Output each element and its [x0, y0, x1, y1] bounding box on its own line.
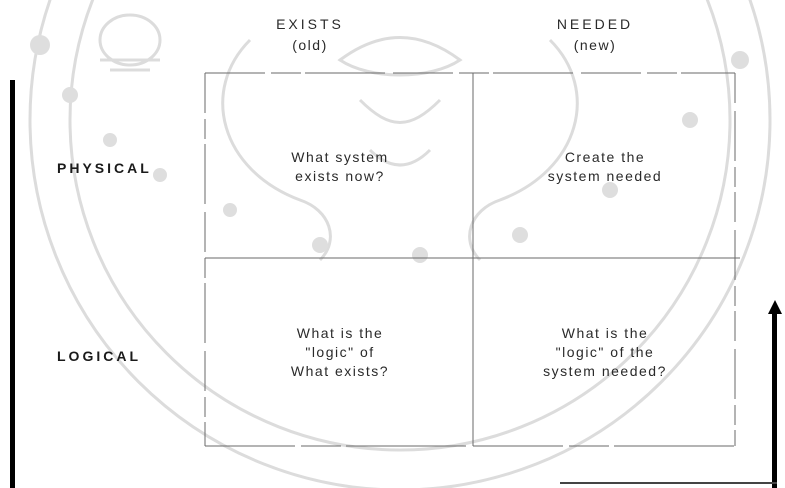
right-arrow-head-icon [768, 300, 782, 314]
cell-line: What is the [561, 325, 649, 341]
column-subtitle-old: (old) [292, 37, 328, 53]
column-subtitle-new: (new) [573, 37, 617, 53]
cell-line: exists now? [295, 168, 385, 184]
column-title-needed: NEEDED [556, 16, 634, 32]
row-header-logical: LOGICAL [57, 348, 141, 364]
column-header-needed: NEEDED (new) [550, 14, 640, 56]
cell-line: What system [291, 149, 389, 165]
cell-physical-exists: What system exists now? [240, 148, 440, 186]
cell-logical-exists: What is the "logic" of What exists? [240, 324, 440, 381]
column-header-exists: EXISTS (old) [270, 14, 350, 56]
cell-physical-needed: Create the system needed [505, 148, 705, 186]
cell-line: system needed? [543, 363, 667, 379]
cell-line: system needed [547, 168, 663, 184]
cell-line: "logic" of the [555, 344, 655, 360]
bottom-right-bar [560, 482, 777, 484]
left-edge-bar [10, 80, 15, 488]
cell-line: What is the [296, 325, 384, 341]
cell-line: "logic" of [305, 344, 375, 360]
right-edge-bar [772, 308, 777, 488]
cell-logical-needed: What is the "logic" of the system needed… [505, 324, 705, 381]
cell-line: What exists? [290, 363, 390, 379]
cell-line: Create the [564, 149, 646, 165]
row-header-physical: PHYSICAL [57, 160, 152, 176]
column-title-exists: EXISTS [276, 16, 344, 32]
